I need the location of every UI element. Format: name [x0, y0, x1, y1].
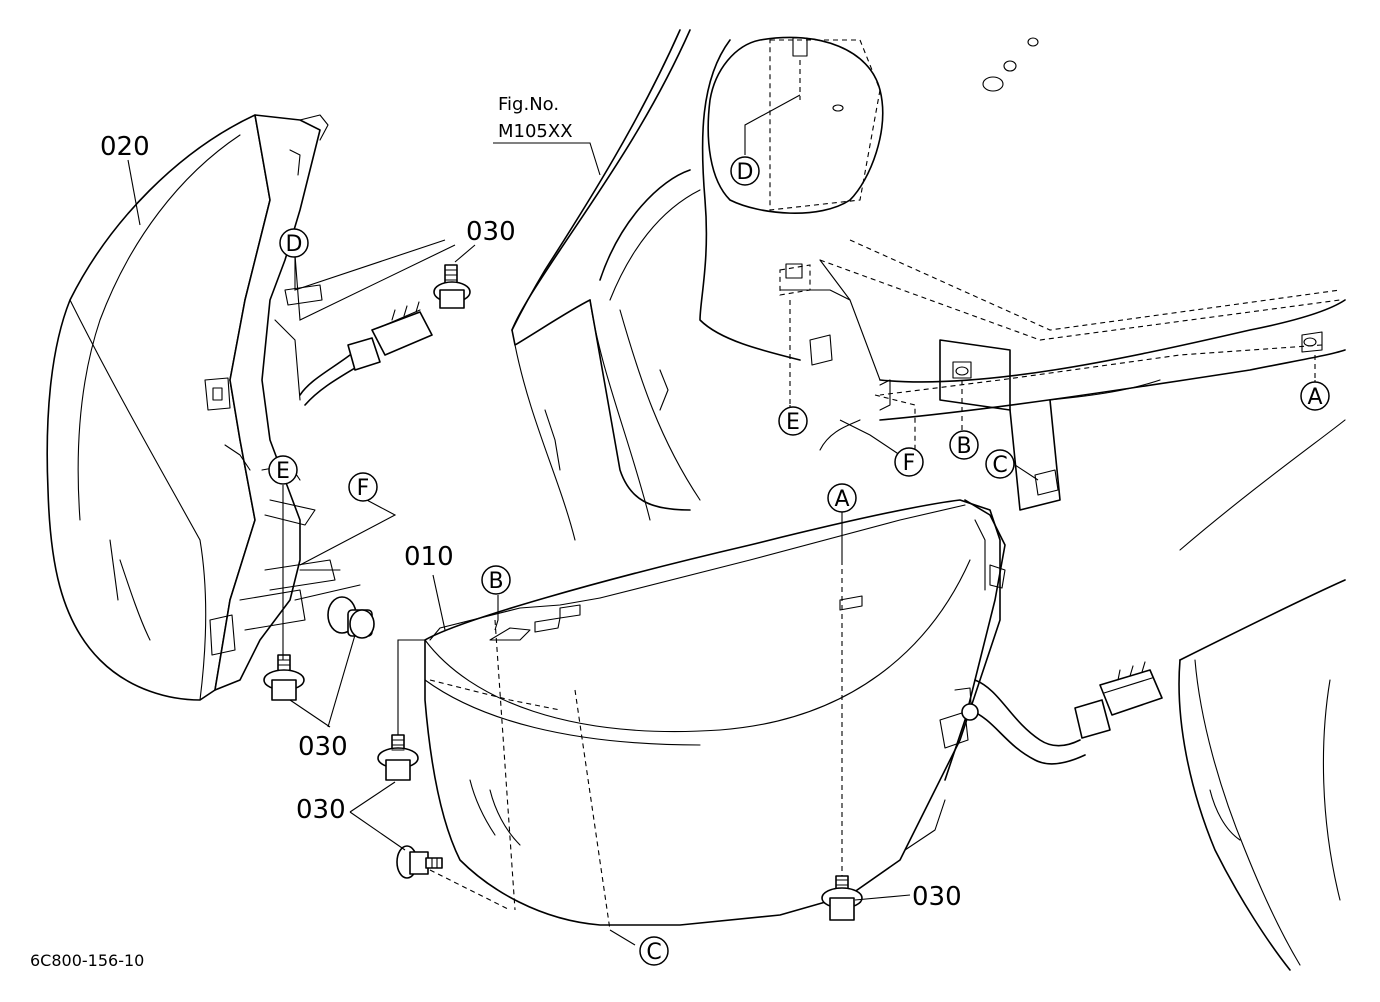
callout-e-right: E	[778, 406, 808, 436]
part-label-030-mid: 030	[298, 732, 348, 762]
callout-e-left-label: E	[276, 459, 290, 484]
drawing-id: 6C800-156-10	[30, 951, 144, 970]
figure-number: M105XX	[498, 121, 573, 142]
bolt-030-angled	[327, 596, 375, 639]
callout-d-left: D	[279, 228, 309, 258]
callout-b-left-label: B	[488, 569, 503, 594]
callout-d-right-label: D	[737, 160, 754, 185]
leader-lines	[127, 94, 1316, 946]
callout-a-right-label: A	[1307, 385, 1322, 410]
callout-e-right-label: E	[786, 410, 800, 435]
callout-b-right-label: B	[956, 434, 971, 459]
bolt-030-mid-left	[263, 654, 305, 701]
bolt-030-upper-left	[433, 264, 471, 309]
part-label-010: 010	[404, 542, 454, 572]
callout-b-left: B	[481, 565, 511, 595]
part-label-030-lower: 030	[296, 795, 346, 825]
callout-f-right: F	[894, 447, 924, 477]
callout-d-left-label: D	[286, 232, 303, 257]
callout-c-bottom-label: C	[646, 940, 661, 965]
callout-a-center: A	[827, 483, 857, 513]
callout-d-right: D	[730, 156, 760, 186]
callout-f-left: F	[348, 472, 378, 502]
part-label-020: 020	[100, 132, 150, 162]
bolt-030-center-upper	[377, 734, 419, 781]
callout-a-right: A	[1300, 381, 1330, 411]
callout-b-right: B	[949, 430, 979, 460]
callout-f-left-label: F	[357, 476, 370, 501]
headlight-020-assembly	[46, 114, 433, 701]
callout-f-right-label: F	[903, 451, 916, 476]
callout-a-center-label: A	[834, 487, 849, 512]
hood-body-panel	[511, 29, 1346, 971]
reference-lines	[429, 60, 1323, 931]
bolt-030-bottom-right	[821, 875, 863, 921]
bolt-030-center-lower	[396, 845, 443, 879]
callout-c-right-label: C	[992, 453, 1007, 478]
part-label-030-upper: 030	[466, 217, 516, 247]
callout-c-bottom: C	[639, 936, 669, 966]
callout-c-right: C	[985, 449, 1015, 479]
callout-e-left: E	[268, 455, 298, 485]
figure-number-caption: Fig.No.	[498, 94, 559, 115]
part-label-030-right: 030	[912, 882, 962, 912]
headlight-010-assembly	[424, 499, 1163, 926]
